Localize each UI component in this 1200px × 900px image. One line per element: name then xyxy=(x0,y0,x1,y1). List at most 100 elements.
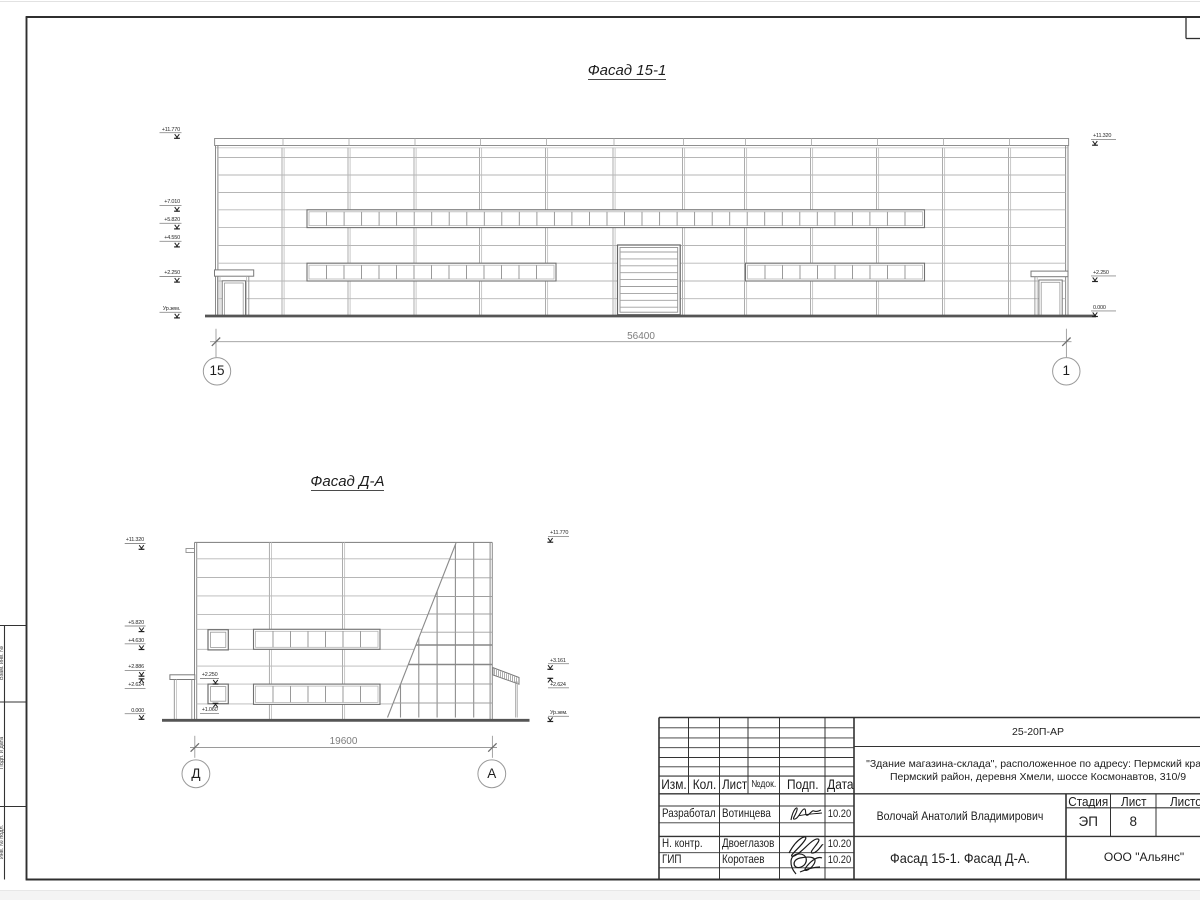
tb-col-1: Кол. xyxy=(692,776,716,793)
margin-label-0: Взам. инв. № xyxy=(0,646,5,680)
f1-level-left-3-label: +4.550 xyxy=(164,235,180,242)
f2-level-right-1-glyph xyxy=(547,664,554,670)
f2-level-left-2-label: +4.630 xyxy=(128,637,144,644)
f1-level-left-1-label: +7.010 xyxy=(164,199,180,206)
f2-level-right-2-label: +2.624 xyxy=(550,681,566,688)
tb-company: ООО "Альянс" xyxy=(1103,850,1185,864)
facade-15-1-drawing xyxy=(202,138,1096,386)
f2-level-inner-0-glyph xyxy=(212,679,219,685)
axis-bubble-a-label: А xyxy=(487,765,497,781)
dimension-value-19600: 19600 xyxy=(329,736,358,748)
axis-bubble-a-circle xyxy=(477,759,507,789)
signature-dvoeglazov xyxy=(788,836,824,857)
tb-name-1: Двоеглазов xyxy=(722,836,775,851)
tb-name-0: Вотинцева xyxy=(722,806,771,821)
f1-level-left-2-glyph xyxy=(174,224,180,230)
square-window-lower xyxy=(207,683,229,705)
tb-date-1: 10.20 xyxy=(827,838,852,851)
f2-level-left-4-label: +2.624 xyxy=(128,682,144,689)
f1-level-left-0-glyph xyxy=(174,133,180,139)
f2-level-left-5-glyph xyxy=(138,714,145,720)
facade-15-1-title: Фасад 15-1 xyxy=(587,62,667,79)
tb-col-0: Изм. xyxy=(661,776,687,793)
margin-label-2: Инв. № подл. xyxy=(0,824,5,860)
f1-level-left-5-label: Ур.зем. xyxy=(162,306,180,313)
f1-level-right-2-glyph xyxy=(1092,312,1098,318)
f2-level-right-0-glyph xyxy=(547,537,554,543)
dimension-value-56400: 56400 xyxy=(627,330,655,342)
tb-sheets-label: Листов xyxy=(1169,793,1200,809)
ribbon-window-upper xyxy=(306,209,926,229)
f1-level-left-4-label: +2.250 xyxy=(164,270,180,277)
facade-15-1-title-underline xyxy=(588,78,666,80)
f2-level-left-0-glyph xyxy=(138,544,145,550)
tb-sheet-value: 8 xyxy=(1129,814,1137,829)
canopy-left xyxy=(169,674,196,719)
entrance-right xyxy=(1030,270,1069,317)
tb-role-1: Н. контр. xyxy=(661,836,703,851)
axis-bubble-1-label: 1 xyxy=(1062,363,1071,378)
f1-level-right-1-glyph xyxy=(1092,277,1098,283)
tb-role-0: Разработал xyxy=(661,806,716,821)
f2-level-left-5-label: 0.000 xyxy=(131,707,144,714)
tb-approver: Волочай Анатолий Владимирович xyxy=(876,808,1044,823)
f2-level-right-2-glyph xyxy=(547,677,554,683)
doc-number: 25-20П-АР xyxy=(1012,725,1064,738)
f1-level-left-1-glyph xyxy=(174,206,180,212)
axis-bubble-15-circle xyxy=(202,357,232,386)
facade-d-a-title-underline xyxy=(311,490,384,492)
f2-level-inner-0-label: +2.250 xyxy=(201,672,218,679)
outside-sheet-area xyxy=(0,891,1200,900)
margin-label-1: Подп. и дата xyxy=(0,736,5,770)
parapet-cap xyxy=(214,138,1070,146)
f2-level-right-3-glyph xyxy=(547,717,554,723)
diagonal-edge xyxy=(386,542,457,718)
axis-bubble-1-circle xyxy=(1052,357,1081,386)
canopy-right xyxy=(492,666,520,718)
project-line2: Пермский район, деревня Хмели, шоссе Кос… xyxy=(889,770,1187,783)
f1-level-right-2-label: 0.000 xyxy=(1093,304,1106,311)
f2-level-inner-1-label: +1.060 xyxy=(201,707,218,714)
ribbon-window-lower xyxy=(252,683,381,705)
f2-level-left-0-label: +11.320 xyxy=(125,537,144,544)
tb-date-2: 10.20 xyxy=(827,854,852,866)
margin-attribute-boxes xyxy=(0,624,27,880)
tb-col-2: Лист xyxy=(721,776,747,792)
f1-level-left-2-label: +5.820 xyxy=(164,217,180,224)
f2-level-inner-1-glyph xyxy=(212,702,219,708)
dimension-facade-15-1 xyxy=(210,328,1072,358)
f1-level-right-0-label: +11.320 xyxy=(1093,133,1112,140)
square-window-upper xyxy=(207,629,229,651)
project-line1: "Здание магазина-склада", расположенное … xyxy=(866,757,1200,770)
ribbon-window-upper xyxy=(252,628,381,650)
tb-sheet-label: Лист xyxy=(1120,793,1146,809)
tb-stage-value: ЭП xyxy=(1078,814,1098,829)
f1-level-right-0-glyph xyxy=(1092,140,1098,146)
tb-stage-label: Стадия xyxy=(1068,793,1109,809)
panel-grid-vertical xyxy=(281,138,1012,316)
title-block xyxy=(658,716,1200,880)
f2-level-left-2-glyph xyxy=(138,645,145,651)
axis-bubble-d-circle xyxy=(181,759,211,789)
entrance-left xyxy=(214,269,255,317)
f2-level-left-3-label: +2.886 xyxy=(128,664,144,671)
dimension-facade-d-a xyxy=(190,735,498,758)
f2-level-left-3-glyph xyxy=(138,671,145,677)
f2-level-left-4-glyph xyxy=(138,678,145,684)
f1-level-left-4-glyph xyxy=(174,277,180,283)
tb-col-4: Подп. xyxy=(786,776,819,793)
f1-level-left-5-glyph xyxy=(174,313,180,319)
tb-date-0: 10.20 xyxy=(827,808,852,821)
axis-bubble-15-label: 15 xyxy=(209,363,225,378)
f1-level-left-0-label: +11.770 xyxy=(161,126,180,133)
ribbon-window-lower-left xyxy=(306,262,557,282)
axis-bubble-d-label: Д xyxy=(191,765,201,781)
tb-name-2: Коротаев xyxy=(722,852,765,867)
facade-d-a-title: Фасад Д-А xyxy=(310,473,385,490)
f2-level-left-1-label: +5.820 xyxy=(128,619,144,626)
f2-level-right-1-label: +3.161 xyxy=(550,657,566,664)
tb-sheet-title: Фасад 15-1. Фасад Д-А. xyxy=(890,850,1030,866)
